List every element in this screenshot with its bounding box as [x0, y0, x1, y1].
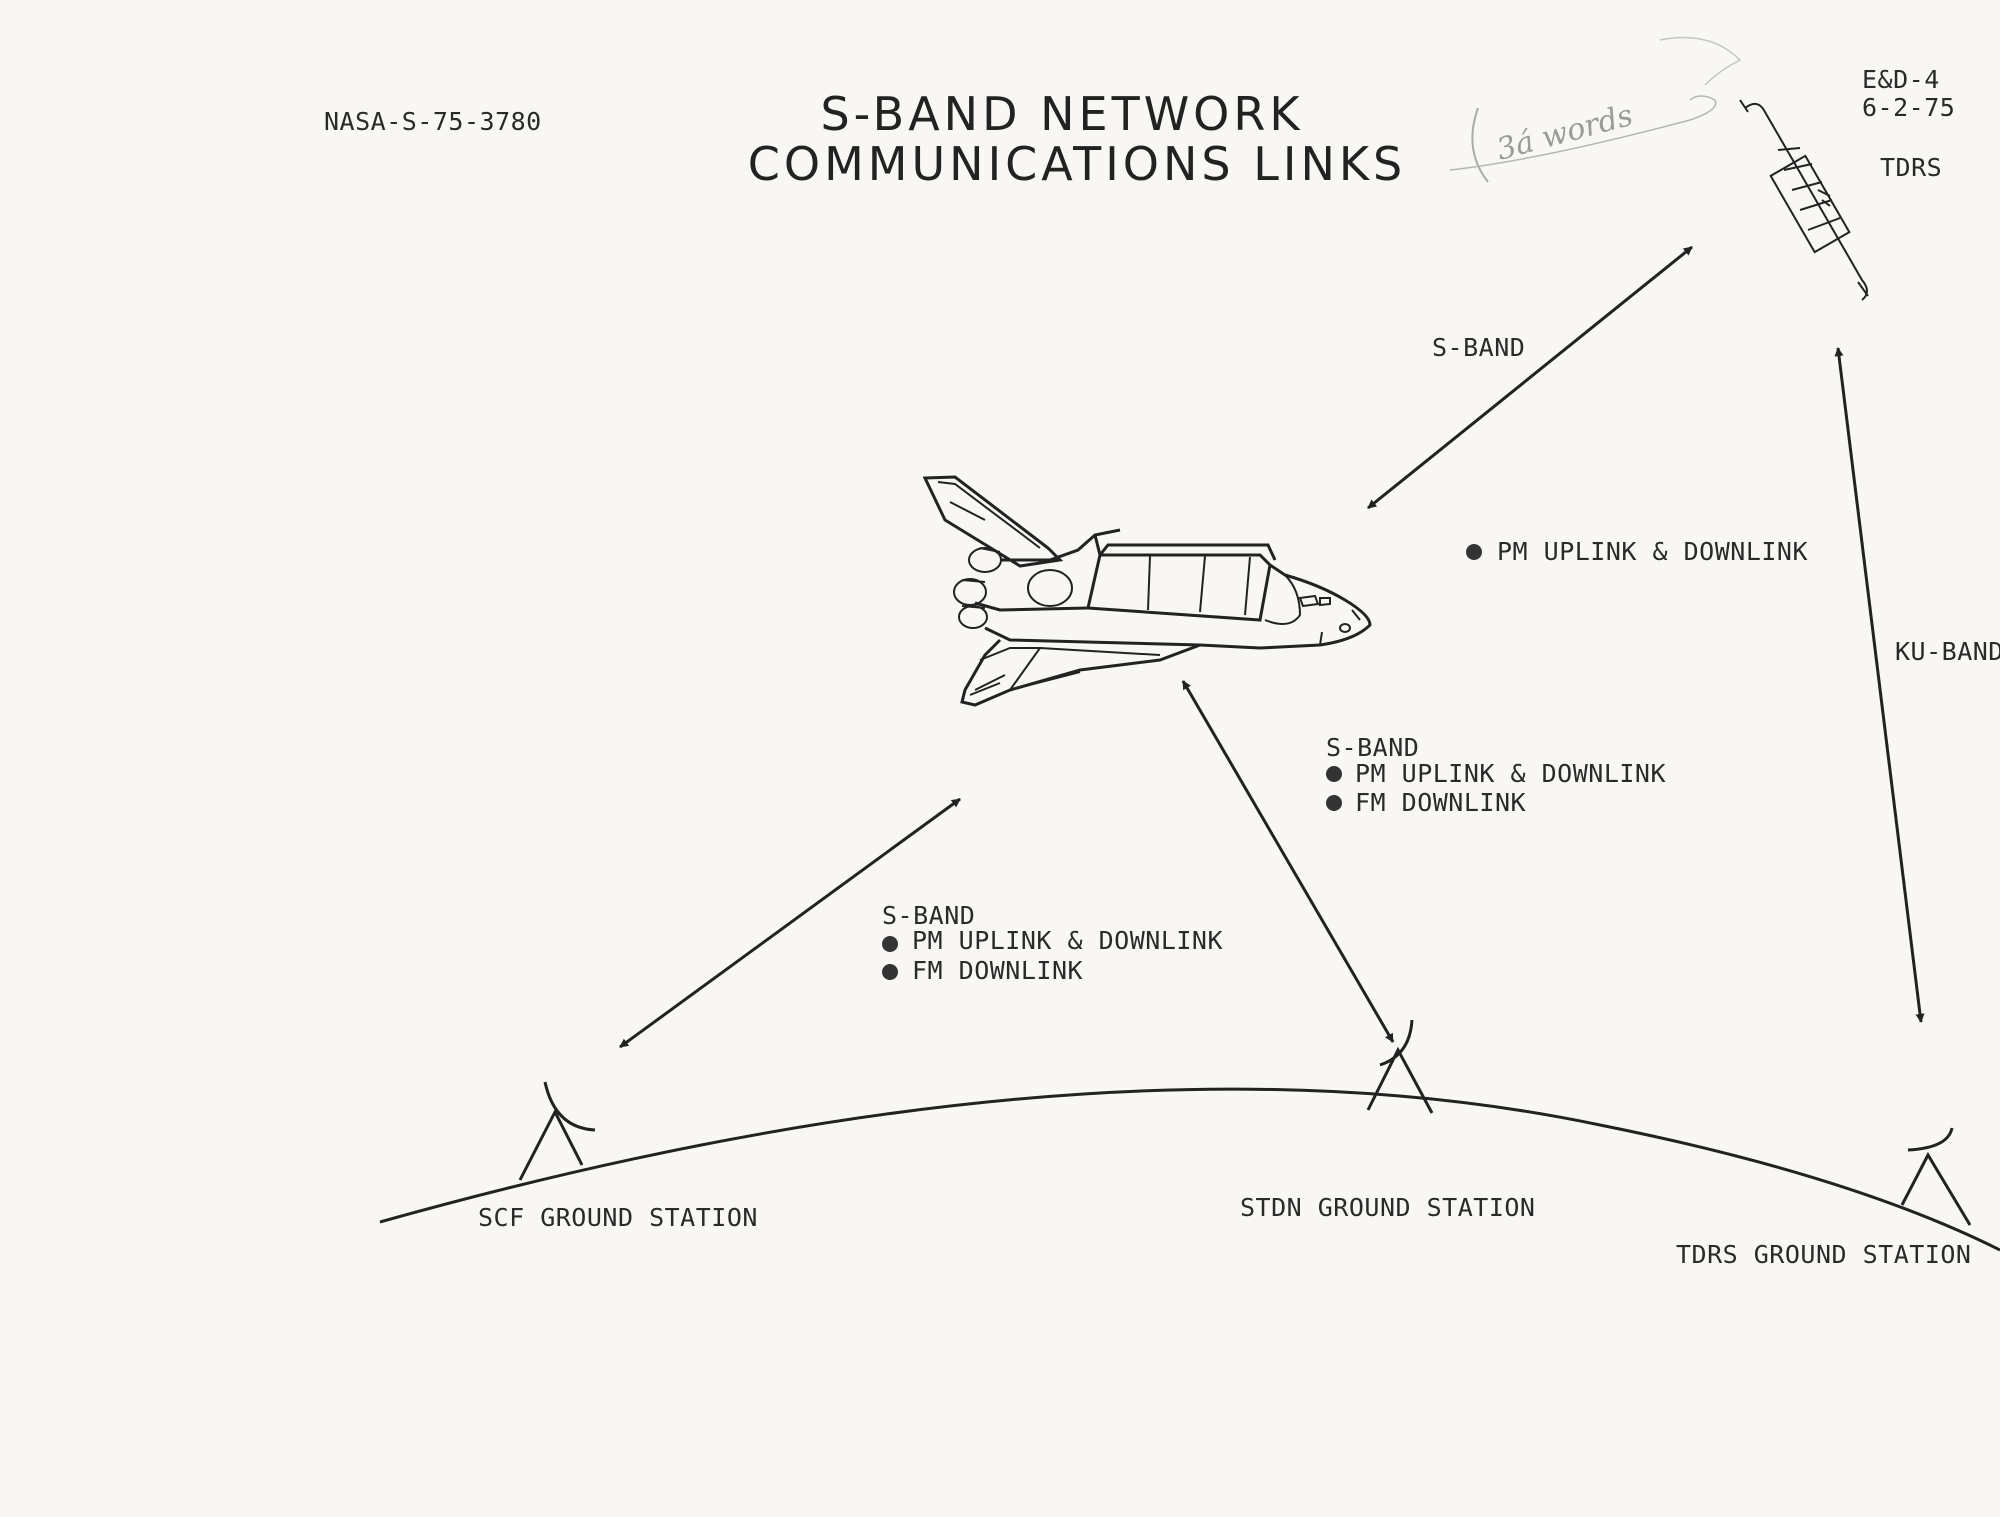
document-number: NASA-S-75-3780 — [324, 107, 542, 136]
ku-band-label: KU-BAND — [1895, 637, 2000, 666]
scf-ground-station-label: SCF GROUND STATION — [478, 1203, 758, 1232]
tdrs-ground-ku-link-arrow — [1834, 347, 1925, 1023]
tdrs-label: TDRS — [1880, 153, 1942, 182]
bullet-icon — [1326, 766, 1342, 782]
stdn-link-item-1: PM UPLINK & DOWNLINK — [1355, 759, 1666, 788]
svg-text:3á words: 3á words — [1493, 98, 1637, 168]
bullet-icon — [1466, 544, 1482, 560]
stdn-ground-station-antenna-icon — [1366, 1019, 1434, 1114]
earth-horizon — [379, 1087, 2000, 1252]
reference-code: E&D-4 — [1862, 65, 1940, 94]
bullet-icon — [1326, 795, 1342, 811]
space-shuttle-icon — [922, 475, 1372, 707]
tdrs-link-band-label: S-BAND — [1432, 333, 1525, 362]
scf-link-item-2: FM DOWNLINK — [912, 956, 1083, 985]
shuttle-tdrs-link-arrow — [1367, 245, 1693, 510]
tdrs-satellite-icon — [1739, 99, 1869, 301]
scf-link-item-1: PM UPLINK & DOWNLINK — [912, 926, 1223, 955]
diagram-title-line1: S-BAND NETWORK — [820, 87, 1303, 141]
shuttle-stdn-link-arrow — [1181, 680, 1395, 1043]
stdn-ground-station-label: STDN GROUND STATION — [1240, 1193, 1535, 1222]
stdn-link-item-2: FM DOWNLINK — [1355, 788, 1526, 817]
scf-ground-station-antenna-icon — [518, 1081, 596, 1181]
bullet-icon — [882, 964, 898, 980]
shuttle-scf-link-arrow — [619, 797, 961, 1049]
stdn-link-band-label: S-BAND — [1326, 733, 1419, 762]
tdrs-link-item: PM UPLINK & DOWNLINK — [1497, 537, 1808, 566]
scf-link-band-label: S-BAND — [882, 901, 975, 930]
diagram-title-line2: COMMUNICATIONS LINKS — [748, 137, 1406, 191]
tdrs-ground-station-label: TDRS GROUND STATION — [1676, 1240, 1971, 1269]
bullet-icon — [882, 936, 898, 952]
reference-date: 6-2-75 — [1862, 93, 1955, 122]
tdrs-ground-station-antenna-icon — [1900, 1127, 1972, 1226]
handwritten-note: 3á words — [1449, 36, 1742, 183]
